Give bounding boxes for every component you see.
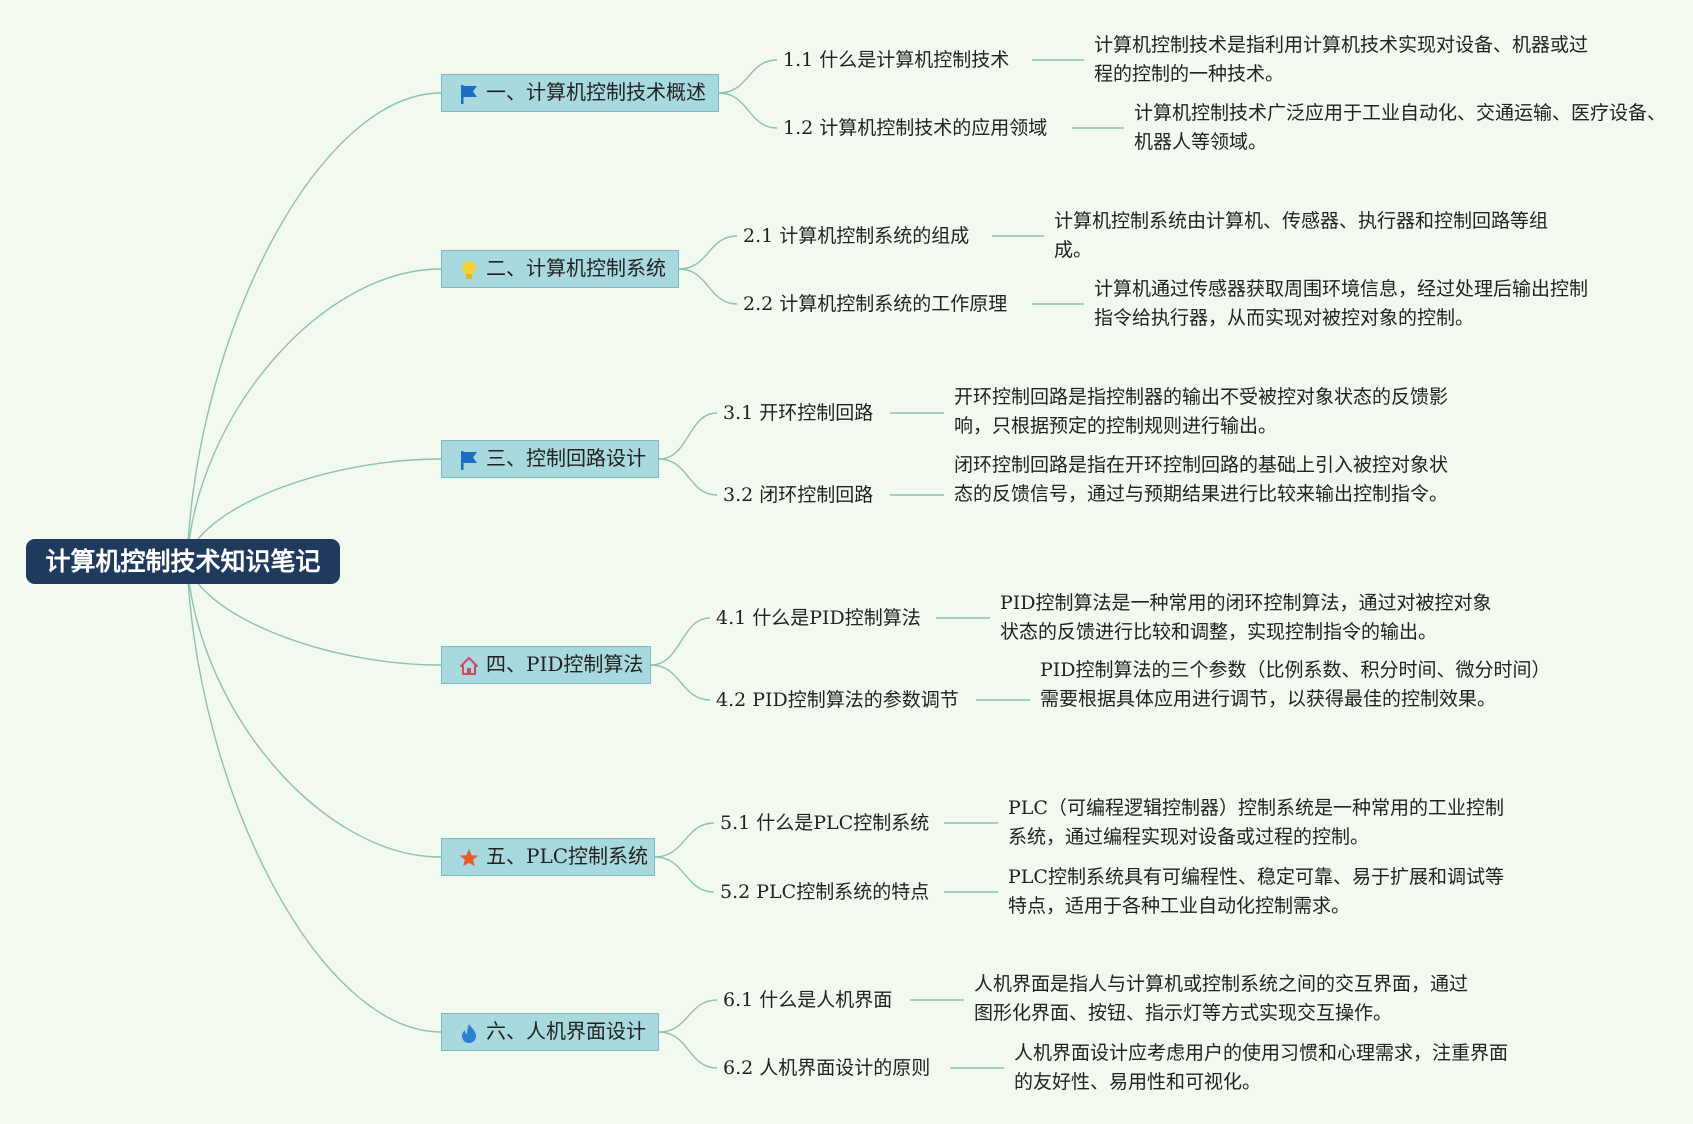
detail-3-2: 闭环控制回路是指在开环控制回路的基础上引入被控对象状态的反馈信号，通过与预期结果… (954, 454, 1449, 505)
subtopic-1-2[interactable]: 1.2 计算机控制技术的应用领域 (783, 117, 1048, 139)
subtopic-2-1[interactable]: 2.1 计算机控制系统的组成 (743, 225, 970, 247)
subtopic-3-1[interactable]: 3.1 开环控制回路 (723, 402, 874, 424)
topic-label: 五、PLC控制系统 (486, 844, 649, 868)
detail-3-1: 开环控制回路是指控制器的输出不受被控对象状态的反馈影响，只根据预定的控制规则进行… (954, 386, 1449, 437)
subtopic-1-1[interactable]: 1.1 什么是计算机控制技术 (783, 49, 1010, 71)
topic-link-2-2 (678, 268, 738, 305)
detail-4-1: PID控制算法是一种常用的闭环控制算法，通过对被控对象状态的反馈进行比较和调整，… (1000, 592, 1492, 643)
detail-1-2: 计算机控制技术广泛应用于工业自动化、交通运输、医疗设备、机器人等领域。 (1134, 102, 1667, 153)
topic-link-3-2 (658, 458, 718, 496)
topic-link-3-1 (658, 412, 718, 460)
topic-label: 六、人机界面设计 (486, 1019, 646, 1043)
topic-label: 二、计算机控制系统 (486, 256, 666, 280)
subtopic-5-2[interactable]: 5.2 PLC控制系统的特点 (720, 881, 930, 903)
topic-overview[interactable]: 一、计算机控制技术概述 (441, 74, 719, 112)
topic-label: 一、计算机控制技术概述 (486, 80, 706, 104)
star-icon (459, 849, 479, 867)
subtopic-5-1[interactable]: 5.1 什么是PLC控制系统 (720, 812, 930, 834)
subtopic-6-1[interactable]: 6.1 什么是人机界面 (723, 989, 893, 1011)
topic-system[interactable]: 二、计算机控制系统 (441, 250, 679, 288)
detail-2-1: 计算机控制系统由计算机、传感器、执行器和控制回路等组成。 (1054, 210, 1549, 261)
subtopic-4-2[interactable]: 4.2 PID控制算法的参数调节 (716, 689, 959, 711)
topic-pid[interactable]: 四、PID控制算法 (441, 646, 651, 684)
topic-link-6-1 (658, 999, 718, 1033)
lightbulb-icon (462, 261, 476, 279)
home-icon (460, 657, 478, 675)
topic-hmi[interactable]: 六、人机界面设计 (441, 1013, 659, 1051)
subtopic-2-2[interactable]: 2.2 计算机控制系统的工作原理 (743, 293, 1008, 315)
topic-plc[interactable]: 五、PLC控制系统 (441, 838, 655, 876)
root-link-5 (186, 560, 442, 858)
topic-link-1-1 (718, 59, 778, 94)
detail-5-1: PLC（可编程逻辑控制器）控制系统是一种常用的工业控制系统，通过编程实现对设备或… (1008, 797, 1504, 848)
detail-6-2: 人机界面设计应考虑用户的使用习惯和心理需求，注重界面的友好性、易用性和可视化。 (1014, 1042, 1509, 1093)
topic-link-6-2 (658, 1031, 718, 1069)
detail-5-2: PLC控制系统具有可编程性、稳定可靠、易于扩展和调试等特点，适用于各种工业自动化… (1008, 866, 1504, 917)
root-topic[interactable]: 计算机控制技术知识笔记 (26, 539, 340, 584)
topic-link-5-1 (654, 822, 715, 858)
topic-link-1-2 (718, 92, 778, 129)
subtopic-4-1[interactable]: 4.1 什么是PID控制算法 (716, 607, 921, 629)
topic-link-4-2 (650, 664, 711, 701)
root-link-1 (186, 92, 442, 562)
topic-link-4-1 (650, 617, 711, 666)
root-link-2 (186, 268, 442, 562)
flag-icon (461, 451, 477, 470)
flame-icon (462, 1024, 476, 1043)
root-link-6 (186, 560, 442, 1033)
topic-loop-design[interactable]: 三、控制回路设计 (441, 440, 659, 478)
topic-link-5-2 (654, 856, 715, 893)
topic-label: 三、控制回路设计 (486, 446, 646, 470)
subtopic-3-2[interactable]: 3.2 闭环控制回路 (723, 484, 874, 506)
subtopic-6-2[interactable]: 6.2 人机界面设计的原则 (723, 1057, 931, 1079)
topic-link-2-1 (678, 235, 738, 270)
topic-label: 四、PID控制算法 (486, 652, 644, 676)
detail-6-1: 人机界面是指人与计算机或控制系统之间的交互界面，通过图形化界面、按钮、指示灯等方… (974, 973, 1469, 1024)
detail-2-2: 计算机通过传感器获取周围环境信息，经过处理后输出控制指令给执行器，从而实现对被控… (1094, 278, 1589, 329)
detail-4-2: PID控制算法的三个参数（比例系数、积分时间、微分时间）需要根据具体应用进行调节… (1040, 659, 1542, 710)
detail-1-1: 计算机控制技术是指利用计算机技术实现对设备、机器或过程的控制的一种技术。 (1094, 34, 1589, 85)
flag-icon (461, 85, 477, 104)
